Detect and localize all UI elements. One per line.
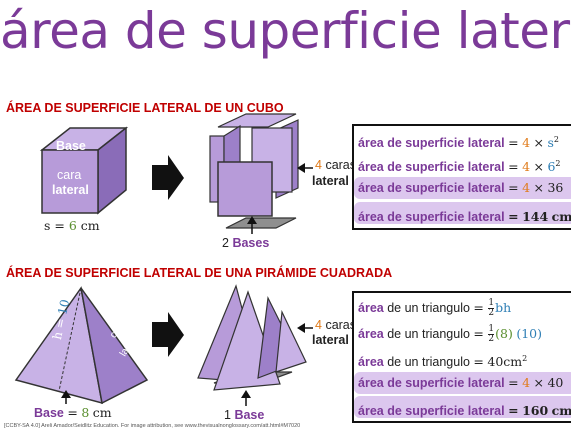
pyramid-faces-lateral-label: lateral — [312, 333, 349, 347]
cube-formula-row-4: área de superficie lateral = 144 cm2 — [354, 202, 571, 224]
cube-face-label-1: cara — [57, 168, 82, 182]
pyramid-base-label: Base = 8 cm — [34, 405, 112, 420]
pyramid-formula-row-3: área de un triangulo = 40cm2 — [358, 354, 528, 370]
pyramid-formula-row-5: área de superficie lateral = 160 cm2 — [354, 396, 571, 418]
cube-face-label-2: lateral — [52, 183, 89, 197]
page-title: área de superficie lateral — [0, 2, 571, 60]
pyramid-bases-label: 1 Base — [224, 408, 265, 422]
cube-formula-row-3: área de superficie lateral = 4 × 36 — [354, 177, 571, 199]
pyramid-section-heading: ÁREA DE SUPERFICIE LATERAL DE UNA PIRÁMI… — [6, 266, 393, 280]
cube-bases-label: 2 Bases — [222, 236, 270, 250]
cube-formula-row-2: área de superficie lateral = 4 × 62 — [358, 159, 561, 175]
cube-formula-box: área de superficie lateral = 4 × s2 área… — [352, 124, 571, 230]
cube-base-label: Base — [56, 139, 86, 153]
pyramid-faces-count-label: 4 caras — [315, 318, 357, 332]
cube-formula-row-1: área de superficie lateral = 4 × s2 — [358, 135, 559, 151]
cube-section-heading: ÁREA DE SUPERFICIE LATERAL DE UN CUBO — [6, 101, 284, 115]
pyramid-formula-row-4: área de superficie lateral = 4 × 40 — [354, 372, 571, 394]
cube-faces-count-label: 4 caras — [315, 158, 357, 172]
attribution-footer: [CCBY-SA 4.0] Areli Amador/Seidlitz Educ… — [4, 423, 301, 429]
cube-faces-lateral-label: lateral — [312, 174, 349, 188]
cube-side-label: s = 6 cm — [44, 218, 100, 233]
